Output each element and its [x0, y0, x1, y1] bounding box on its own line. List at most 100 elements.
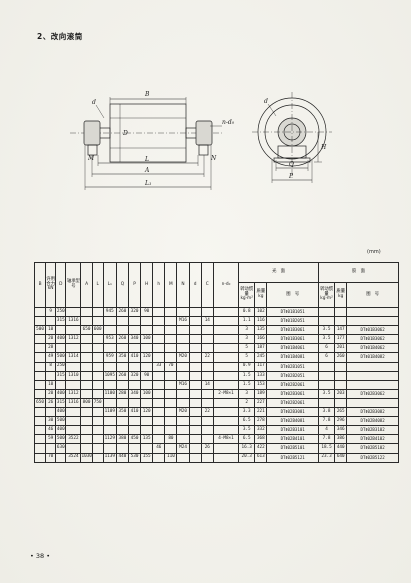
table-cell — [91, 361, 104, 372]
table-cell: DTⅡ02B3081 — [266, 407, 319, 418]
table-cell — [188, 416, 202, 427]
table-cell: 20 — [45, 388, 57, 399]
table-cell: 3.3 — [238, 407, 256, 418]
table-cell: 1100 — [102, 388, 117, 399]
table-cell — [127, 325, 142, 336]
col-drawing-no-rubber: 图 号 — [346, 282, 399, 308]
table-cell — [33, 343, 47, 354]
table-cell: 600 — [91, 325, 104, 336]
table-cell: 0.9 — [238, 361, 256, 372]
table-cell: 10 — [45, 325, 57, 336]
table-cell: 26 — [45, 397, 57, 409]
table-cell: 70 — [45, 452, 57, 463]
table-cell: 260 — [334, 352, 348, 363]
table-cell — [176, 397, 190, 409]
table-cell — [346, 306, 399, 318]
table-cell: 59 — [45, 434, 57, 445]
table-cell: 315 — [55, 316, 67, 327]
table-cell: 133 — [254, 370, 268, 381]
table-cell — [317, 361, 336, 372]
table-cell — [102, 316, 117, 327]
table-cell: 28 — [45, 343, 57, 354]
table-cell — [80, 361, 93, 372]
table-cell: DTⅡ02B2061 — [266, 397, 319, 409]
table-cell: M16 — [176, 379, 190, 390]
table-cell: 14 — [200, 379, 214, 390]
table-cell: 296 — [334, 416, 348, 427]
table-cell — [91, 343, 104, 354]
table-cell — [91, 352, 104, 363]
table-cell: DTⅡ01B2051 — [266, 316, 319, 327]
table-cell: 1.5 — [238, 370, 256, 381]
label-M: M — [87, 155, 95, 162]
table-cell — [140, 425, 154, 436]
label-d: d — [92, 99, 96, 106]
table-cell — [91, 425, 104, 436]
table-cell — [188, 334, 202, 345]
table-cell — [102, 361, 117, 372]
table-cell — [188, 434, 202, 445]
col-nd: n-d₀ — [212, 262, 240, 308]
table-cell: 1310 — [65, 370, 82, 381]
table-cell — [200, 434, 214, 445]
table-cell — [188, 316, 202, 327]
table-cell: 166 — [254, 334, 268, 345]
col-C: C — [200, 262, 214, 308]
table-cell — [80, 407, 93, 418]
table-cell — [80, 343, 93, 354]
table-cell — [55, 343, 67, 354]
table-cell: 1129 — [102, 434, 117, 445]
table-cell: 1030 — [80, 452, 93, 463]
col-mass-rubber: 质量 kg — [334, 282, 348, 308]
table-cell: 1095 — [102, 370, 117, 381]
table-cell — [176, 343, 190, 354]
table-cell — [80, 379, 93, 390]
table-cell: 5 — [238, 343, 256, 354]
table-cell — [102, 416, 117, 427]
label-A: A — [144, 167, 150, 174]
table-cell: 4-M8×1 — [212, 434, 240, 445]
table-cell — [140, 416, 154, 427]
table-cell: 90 — [140, 306, 154, 318]
table-cell: 46 — [152, 443, 166, 454]
table-cell — [334, 306, 348, 318]
table-cell — [140, 397, 154, 409]
table-cell: 410 — [127, 352, 142, 363]
table-cell — [164, 370, 178, 381]
table-cell: 147 — [334, 325, 348, 336]
table-cell: 1316 — [65, 397, 82, 409]
table-cell — [33, 361, 47, 372]
table-cell — [33, 388, 47, 399]
table-cell — [80, 388, 93, 399]
table-cell — [102, 379, 117, 390]
table-cell — [33, 434, 47, 445]
table-cell — [152, 416, 166, 427]
table-cell — [45, 316, 57, 327]
table-cell — [91, 407, 104, 418]
table-cell: DTⅡ02B4102 — [346, 434, 399, 445]
table-cell: 400 — [55, 425, 67, 436]
table-cell — [200, 325, 214, 336]
table-cell: 500 — [55, 434, 67, 445]
label-nd: n-d₀ — [222, 119, 235, 126]
table-cell — [346, 397, 399, 409]
table-cell — [176, 370, 190, 381]
table-header-row: B 许用合力 kN D 轴承型号 A L L₁ Q P H h M N d C … — [33, 262, 400, 308]
table-cell — [188, 325, 202, 336]
table-cell: 530 — [127, 452, 142, 463]
table-cell — [176, 306, 190, 318]
table-cell: 20.3 — [238, 452, 256, 463]
table-cell: 0.8 — [238, 306, 256, 318]
table-cell: 22 — [200, 352, 214, 363]
table-cell — [65, 407, 82, 418]
table-cell — [140, 316, 154, 327]
table-cell: 110 — [164, 452, 178, 463]
table-cell: 945 — [102, 306, 117, 318]
table-cell: 18.5 — [317, 443, 336, 454]
table-cell — [176, 334, 190, 345]
table-cell — [152, 388, 166, 399]
table-cell — [80, 416, 93, 427]
